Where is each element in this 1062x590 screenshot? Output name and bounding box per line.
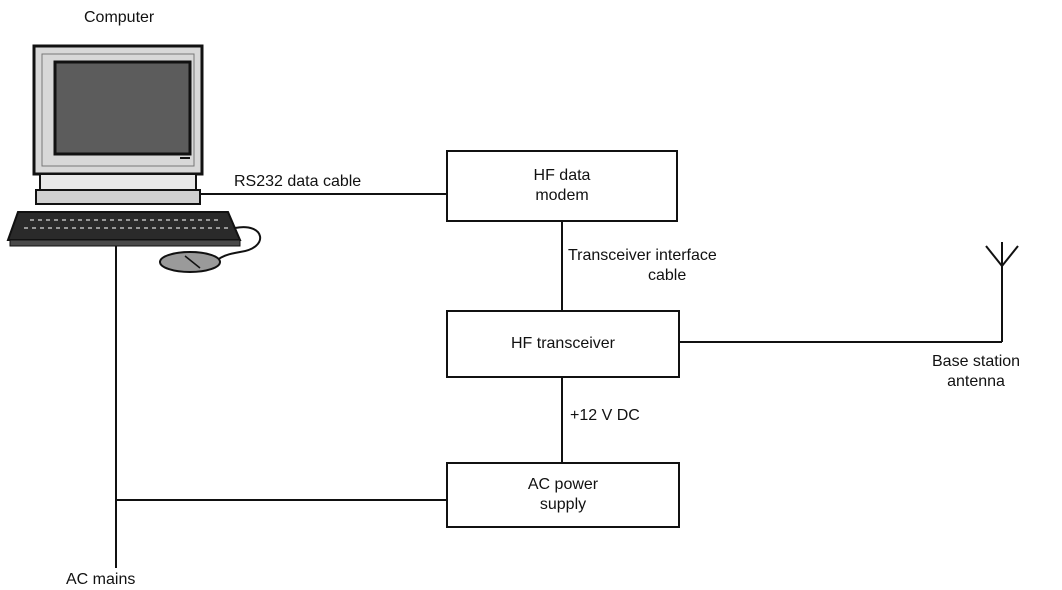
hf-data-modem-box: HF data modem xyxy=(446,150,678,222)
antenna-label-line-1: Base station xyxy=(932,353,1021,370)
transceiver-interface-cable-label-line-2: cable xyxy=(648,267,687,284)
ac-power-supply-box: AC power supply xyxy=(446,462,680,528)
rs232-cable-label: RS232 data cable xyxy=(234,173,362,190)
transceiver-interface-cable-label: Transceiver interface cable xyxy=(568,246,717,286)
computer-icon xyxy=(6,44,261,273)
ac-power-supply-label-line-1: AC power xyxy=(527,476,599,493)
antenna-icon xyxy=(985,242,1019,267)
hf-data-modem-label-line-2: modem xyxy=(535,187,589,204)
hf-data-modem-label-line-1: HF data xyxy=(533,167,591,184)
antenna-label-line-2: antenna xyxy=(947,373,1005,390)
transceiver-interface-cable-label-line-1: Transceiver interface xyxy=(568,247,717,264)
hf-transceiver-box: HF transceiver xyxy=(446,310,680,378)
dc-supply-label: +12 V DC xyxy=(570,407,640,424)
ac-mains-label: AC mains xyxy=(66,571,136,588)
antenna-label: Base station antenna xyxy=(932,352,1020,392)
hf-transceiver-label: HF transceiver xyxy=(510,335,616,352)
connection-lines xyxy=(115,193,1003,568)
ac-power-supply-label-line-2: supply xyxy=(539,496,587,513)
computer-label: Computer xyxy=(84,9,155,26)
